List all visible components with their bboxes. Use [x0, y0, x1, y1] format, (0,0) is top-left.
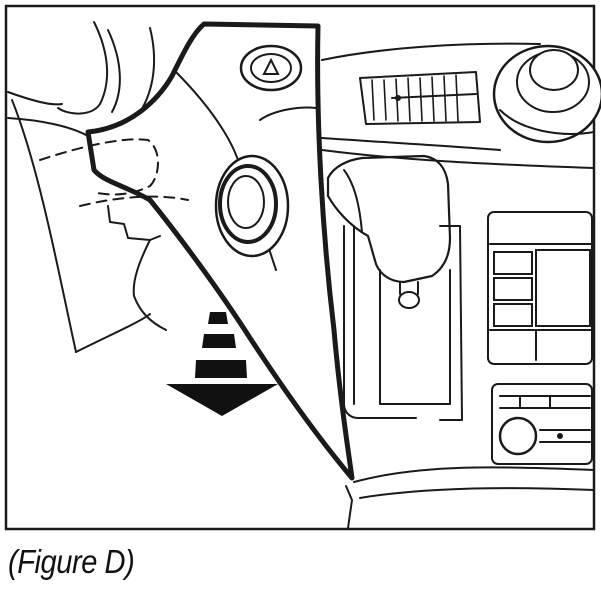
panel-knob	[214, 154, 290, 258]
hazard-triangle-icon	[262, 57, 280, 75]
figure-caption: (Figure D)	[8, 543, 135, 580]
dash-panel-cover	[85, 21, 355, 481]
down-arrow-icon	[166, 312, 278, 416]
hazard-switch	[239, 44, 303, 92]
climate-control-lower	[491, 383, 593, 465]
hidden-lever-dashed	[39, 138, 189, 207]
figure-d-illustration	[4, 4, 601, 531]
center-console	[321, 42, 601, 529]
climate-display-panel	[487, 211, 593, 365]
media-knob	[492, 44, 601, 144]
gear-shifter	[326, 154, 463, 421]
lower-bracket	[107, 205, 167, 331]
air-vent	[359, 71, 481, 125]
steering-area	[7, 21, 156, 353]
